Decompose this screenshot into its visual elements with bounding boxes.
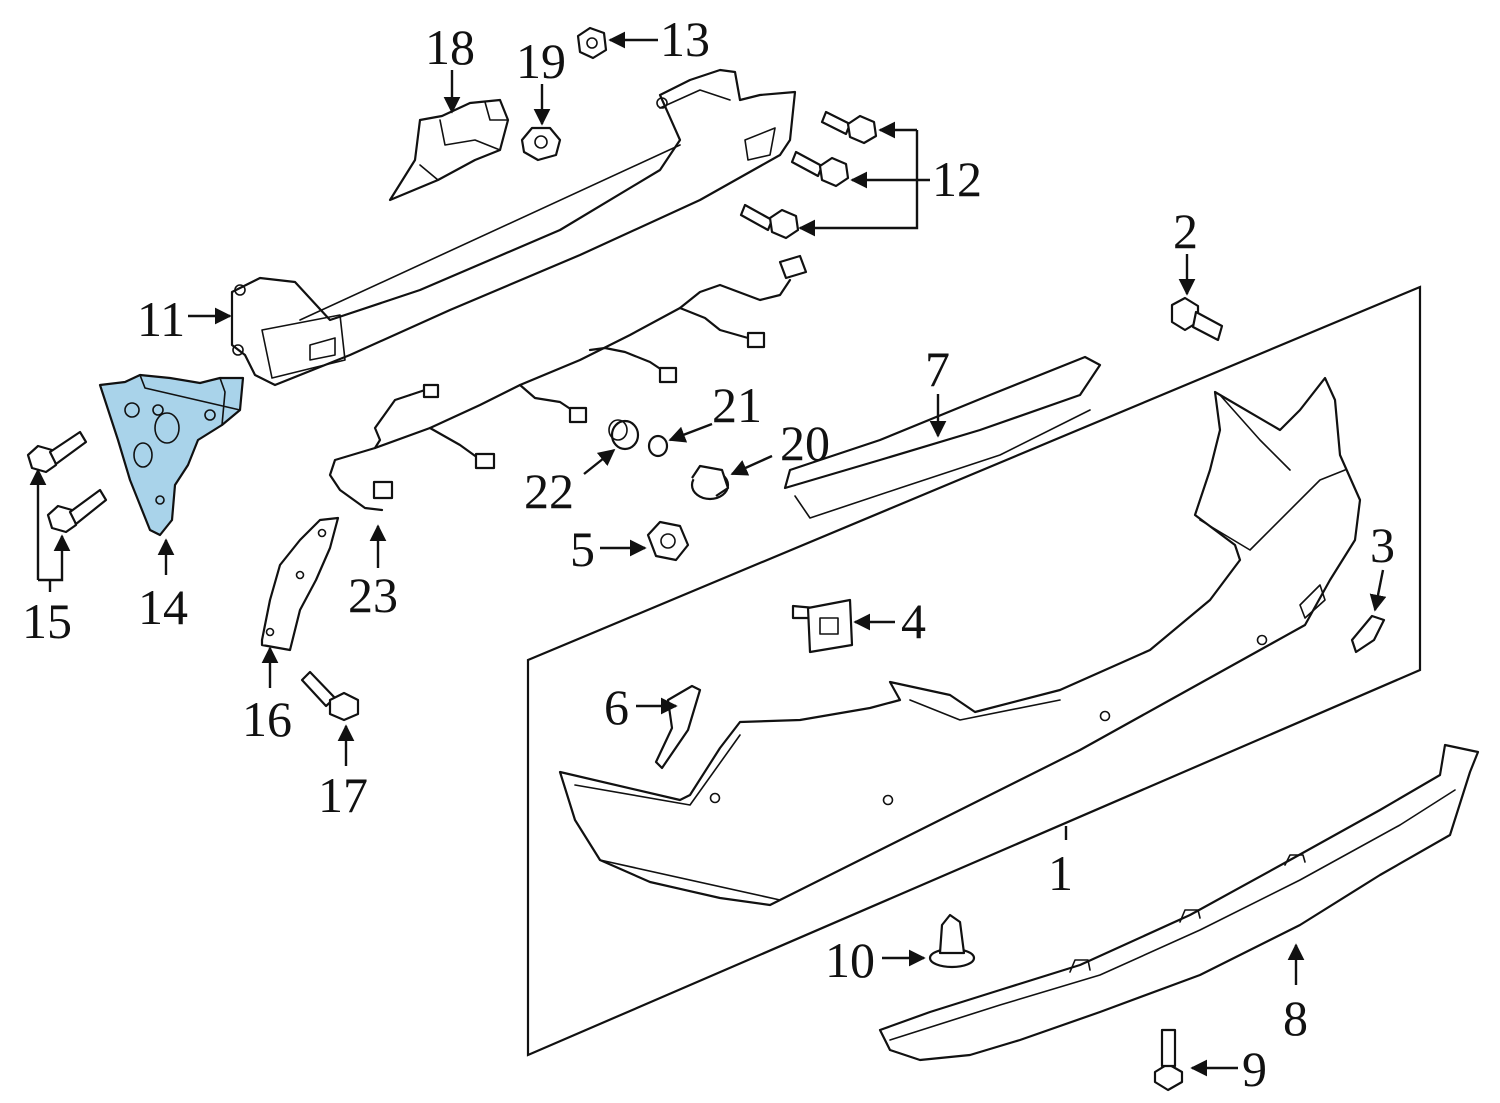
callout-19: 19 bbox=[516, 33, 566, 89]
callout-18: 18 bbox=[425, 19, 475, 75]
callout-15: 15 bbox=[22, 593, 72, 649]
part-4-retainer[interactable] bbox=[791, 598, 854, 654]
callout-22: 22 bbox=[524, 463, 574, 519]
callout-12: 12 bbox=[932, 151, 982, 207]
callout-20: 20 bbox=[780, 415, 830, 471]
callout-1: 1 bbox=[1048, 845, 1073, 901]
part-11-reinforcement[interactable] bbox=[230, 68, 797, 387]
part-2-bolt[interactable] bbox=[1170, 296, 1224, 342]
callout-9: 9 bbox=[1242, 1041, 1267, 1097]
callout-2: 2 bbox=[1173, 203, 1198, 259]
callout-3: 3 bbox=[1370, 517, 1395, 573]
callout-6: 6 bbox=[604, 679, 629, 735]
part-14-bracket[interactable] bbox=[98, 373, 245, 537]
part-1-bumper-cover[interactable] bbox=[558, 376, 1362, 907]
callout-14: 14 bbox=[138, 579, 188, 635]
callout-7: 7 bbox=[925, 341, 950, 397]
part-18-bracket[interactable] bbox=[388, 98, 510, 202]
part-22-grommet[interactable] bbox=[608, 419, 640, 451]
callout-4: 4 bbox=[901, 593, 926, 649]
part-20-sensor[interactable] bbox=[690, 464, 730, 501]
callout-10: 10 bbox=[825, 932, 875, 988]
part-23-harness[interactable] bbox=[328, 254, 808, 512]
callout-5: 5 bbox=[570, 521, 595, 577]
part-6-bracket[interactable] bbox=[654, 684, 702, 770]
callout-23: 23 bbox=[348, 567, 398, 623]
callout-labels: 1 2 3 4 5 6 7 8 9 10 11 12 13 14 15 16 1… bbox=[22, 11, 1395, 1097]
part-9-bolt[interactable] bbox=[1153, 1028, 1184, 1092]
part-13-nut[interactable] bbox=[576, 26, 608, 60]
part-3-cap[interactable] bbox=[1350, 614, 1386, 654]
part-8-valance[interactable] bbox=[878, 743, 1480, 1062]
part-5-nut[interactable] bbox=[646, 520, 690, 562]
callout-13: 13 bbox=[660, 11, 710, 67]
callout-16: 16 bbox=[242, 691, 292, 747]
callout-8: 8 bbox=[1283, 990, 1308, 1046]
part-19-nut[interactable] bbox=[520, 126, 562, 162]
part-16-bracket[interactable] bbox=[260, 516, 340, 652]
part-12-bolts[interactable] bbox=[739, 110, 878, 240]
part-15-bolts[interactable] bbox=[26, 430, 108, 534]
callout-21: 21 bbox=[712, 377, 762, 433]
part-17-bolt[interactable] bbox=[300, 670, 360, 722]
callout-11: 11 bbox=[137, 291, 185, 347]
callout-17: 17 bbox=[318, 767, 368, 823]
part-10-clip[interactable] bbox=[928, 913, 976, 969]
part-21-ring[interactable] bbox=[647, 434, 669, 458]
callout-leaders bbox=[29, 31, 1387, 1077]
